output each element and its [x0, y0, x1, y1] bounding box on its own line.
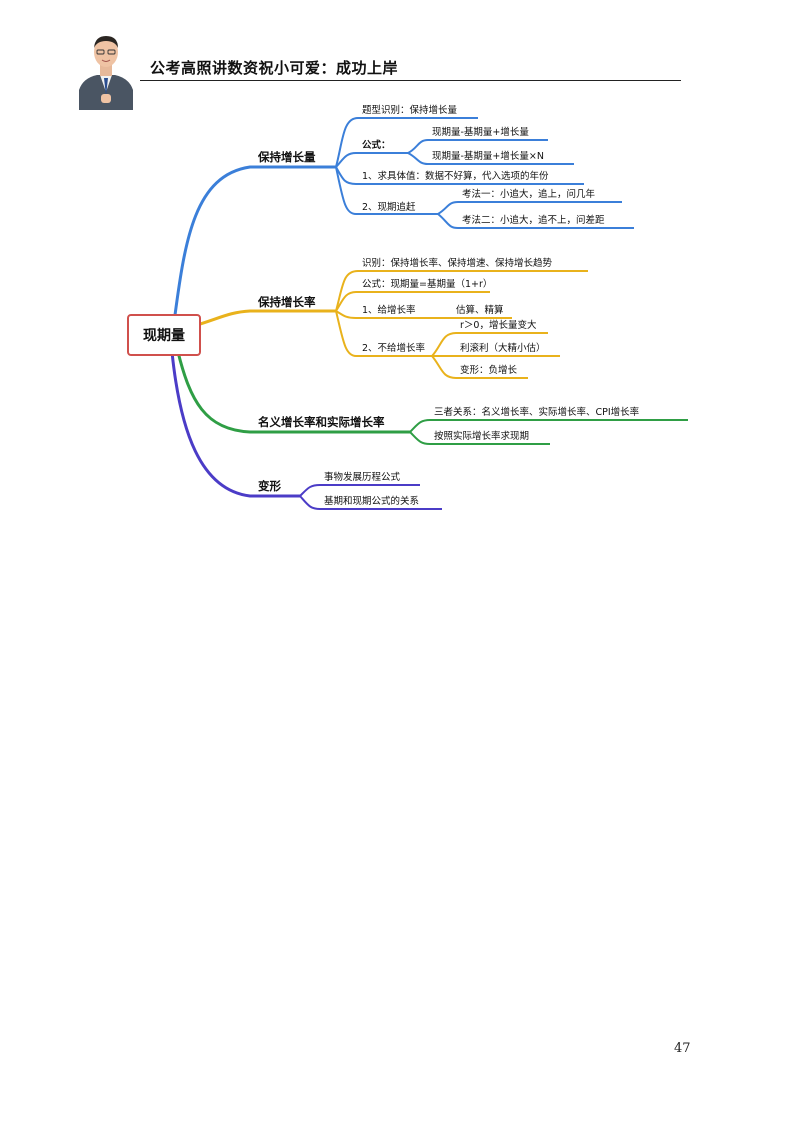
node-label: 三者关系：名义增长率、实际增长率、CPI增长率: [434, 406, 640, 418]
connector-branch-4: [170, 351, 300, 498]
central-node: 现期量: [127, 314, 201, 356]
branch-label: 变形: [258, 479, 281, 493]
node-label: 现期量-基期量+增长量: [432, 126, 529, 138]
node-label: 识别：保持增长率、保持增速、保持增长趋势: [362, 257, 553, 269]
node-label: 1、给增长率: [362, 304, 416, 316]
presenter-photo-icon: [75, 30, 137, 110]
node-label: 变形：负增长: [460, 364, 518, 376]
branch-label: 保持增长率: [257, 295, 316, 309]
branch-label: 名义增长率和实际增长率: [258, 415, 385, 429]
page-title: 公考高照讲数资祝小可爱：成功上岸: [150, 59, 399, 77]
node-label: 公式：现期量=基期量（1+r）: [362, 278, 492, 290]
node-label: 2、不给增长率: [362, 342, 426, 354]
node-label: 按照实际增长率求现期: [434, 430, 529, 442]
node-label: 利滚利（大精小估）: [460, 342, 546, 354]
header-divider: [140, 80, 681, 81]
node-label: 考法一：小追大，追上，问几年: [462, 188, 596, 200]
node-label: 1、求具体值：数据不好算，代入选项的年份: [362, 170, 549, 182]
connector-branch-1: [173, 165, 336, 316]
branch-label: 保持增长量: [257, 150, 316, 164]
node-label: 现期量-基期量+增长量×N: [432, 150, 544, 162]
connector-branch-3: [176, 351, 410, 434]
page-number: 47: [674, 1041, 691, 1056]
node-label: 事物发展历程公式: [324, 471, 401, 483]
node-label: 估算、精算: [456, 304, 504, 316]
node-label: 考法二：小追大，追不上，问差距: [462, 214, 605, 226]
central-node-label: 现期量: [143, 328, 185, 344]
connector-branch-2: [196, 309, 336, 327]
node-label: 题型识别：保持增长量: [362, 104, 458, 116]
node-label: 2、现期追赶: [362, 201, 416, 213]
node-label: 公式：: [362, 139, 391, 151]
node-label: r＞0，增长量变大: [460, 319, 537, 331]
node-label: 基期和现期公式的关系: [324, 495, 419, 507]
